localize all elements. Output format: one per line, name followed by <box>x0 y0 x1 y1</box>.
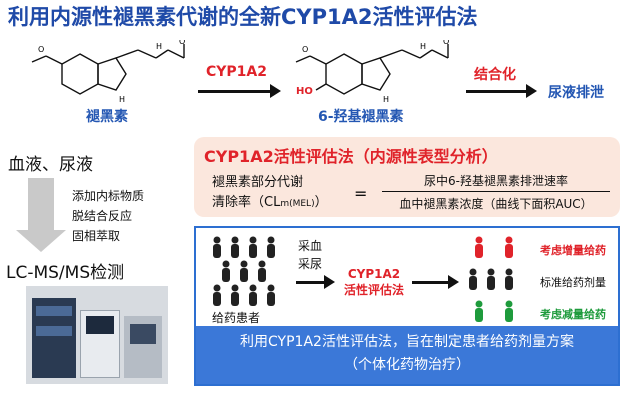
outcome-people-icon <box>469 236 513 322</box>
method-ref-line1: CYP1A2 <box>347 267 401 281</box>
outcome-decrease: 考虑减量给药 <box>540 308 606 321</box>
sampling-line2: 采尿 <box>298 257 323 271</box>
method-ref-label: CYP1A2 活性评估法 <box>342 266 406 298</box>
method-ref-line2: 活性评估法 <box>343 283 404 297</box>
clearance-lhs-line1: 褪黑素部分代谢 <box>212 175 304 190</box>
method-title: CYP1A2活性评估法（内源性表型分析） <box>204 147 498 166</box>
conjugation-arrow-head <box>526 84 537 98</box>
outcome-increase: 考虑增量给药 <box>540 244 606 257</box>
fraction-numerator: 尿中6-羟基褪黑素排泄速率 <box>424 174 568 188</box>
clearance-prefix: 清除率（CL <box>212 195 281 210</box>
patients-label: 给药患者 <box>212 311 261 325</box>
process-arrow-head <box>16 230 66 252</box>
melatonin-structure: H H O O <box>31 40 185 104</box>
svg-text:O: O <box>179 40 185 46</box>
summary-line2: （个体化药物治疗） <box>344 357 470 373</box>
clearance-lhs-line2: 清除率（CLm(MEL)） <box>212 193 328 214</box>
fraction-bar <box>382 191 610 192</box>
equals-sign: = <box>354 184 368 203</box>
sample-label: 血液、尿液 <box>8 155 93 175</box>
clearance-lhs: 褪黑素部分代谢 清除率（CLm(MEL)） <box>212 173 328 214</box>
clearance-suffix: ） <box>314 195 328 210</box>
sampling-label: 采血 采尿 <box>298 237 322 273</box>
svg-text:H: H <box>156 42 162 51</box>
outcome-standard: 标准给药剂量 <box>540 276 606 289</box>
hydroxymelatonin-structure: H H O O <box>295 40 449 104</box>
summary-bar: 利用CYP1A2活性评估法，旨在制定患者给药剂量方案 （个体化药物治疗） <box>196 326 618 384</box>
outcome-arrow-head <box>448 275 459 289</box>
enzyme-arrow-head <box>270 84 281 98</box>
metabolite-label: 6-羟基褪黑素 <box>318 109 404 125</box>
svg-text:O: O <box>38 45 44 54</box>
sampling-arrow <box>296 281 326 284</box>
method-panel <box>194 137 620 217</box>
conjugation-label: 结合化 <box>474 67 516 83</box>
svg-text:O: O <box>443 40 449 46</box>
page-title: 利用内源性褪黑素代谢的全新CYP1A2活性评估法 <box>8 5 478 29</box>
svg-text:O: O <box>302 45 308 54</box>
instrument-label: LC-MS/MS检测 <box>6 263 125 283</box>
process-step: 添加内标物质 <box>72 189 145 203</box>
svg-text:H: H <box>383 95 389 104</box>
enzyme-label: CYP1A2 <box>206 64 267 80</box>
outcome-arrow <box>412 281 450 284</box>
patients-icon <box>213 236 275 306</box>
summary-line1: 利用CYP1A2活性评估法，旨在制定患者给药剂量方案 <box>240 334 574 350</box>
sampling-line1: 采血 <box>298 239 323 253</box>
svg-text:H: H <box>420 42 426 51</box>
process-steps: 添加内标物质 脱结合反应 固相萃取 <box>72 186 144 246</box>
excretion-label: 尿液排泄 <box>548 85 604 101</box>
melatonin-label: 褪黑素 <box>86 109 128 125</box>
svg-text:H: H <box>119 95 125 104</box>
sampling-arrow-head <box>324 275 335 289</box>
instrument-photo <box>26 286 168 384</box>
conjugation-arrow <box>466 90 528 93</box>
hydroxyl-label: HO <box>296 86 313 97</box>
process-arrow-shaft <box>28 178 54 230</box>
fraction-denominator: 血中褪黑素浓度（曲线下面积AUC） <box>399 197 593 211</box>
clearance-subscript: m(MEL) <box>280 199 315 209</box>
process-step: 脱结合反应 <box>72 209 133 223</box>
process-step: 固相萃取 <box>72 229 121 243</box>
enzyme-arrow <box>198 90 272 93</box>
